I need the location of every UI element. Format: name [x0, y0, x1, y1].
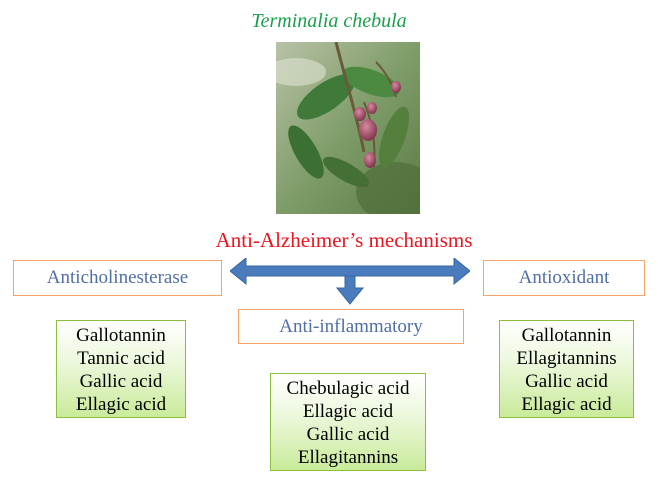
- compound-item: Ellagic acid: [521, 394, 612, 415]
- mechanism-anticholinesterase: Anticholinesterase: [13, 260, 222, 296]
- compound-list-antioxidant: Gallotannin Ellagitannins Gallic acid El…: [499, 320, 634, 418]
- compound-list-anticholinesterase: Gallotannin Tannic acid Gallic acid Ella…: [56, 320, 186, 418]
- compound-item: Ellagic acid: [75, 394, 167, 415]
- compound-item: Ellagitannins: [516, 348, 617, 369]
- compound-item: Tannic acid: [77, 348, 165, 369]
- compound-item: Chebulagic acid: [286, 378, 410, 399]
- mechanism-anti-inflammatory: Anti-inflammatory: [238, 309, 464, 344]
- compound-list-anti-inflammatory: Chebulagic acid Ellagic acid Gallic acid…: [270, 373, 426, 471]
- compound-item: Gallic acid: [306, 424, 390, 445]
- compound-item: Ellagitannins: [297, 447, 399, 468]
- mechanisms-heading: Anti-Alzheimer’s mechanisms: [215, 228, 473, 252]
- double-headed-arrow-with-down-branch: [230, 258, 470, 305]
- arrow-horizontal: [230, 258, 470, 286]
- compound-item: Gallic acid: [79, 371, 163, 392]
- compound-item: Gallotannin: [76, 325, 166, 346]
- plant-photo: [276, 42, 420, 214]
- mechanism-antioxidant: Antioxidant: [483, 260, 645, 296]
- plant-name: Terminalia chebula: [251, 10, 407, 32]
- arrow-down: [335, 275, 365, 305]
- plant-photo-image: [276, 42, 420, 214]
- compound-item: Gallic acid: [525, 371, 608, 392]
- compound-item: Ellagic acid: [302, 401, 394, 422]
- compound-item: Gallotannin: [521, 325, 612, 346]
